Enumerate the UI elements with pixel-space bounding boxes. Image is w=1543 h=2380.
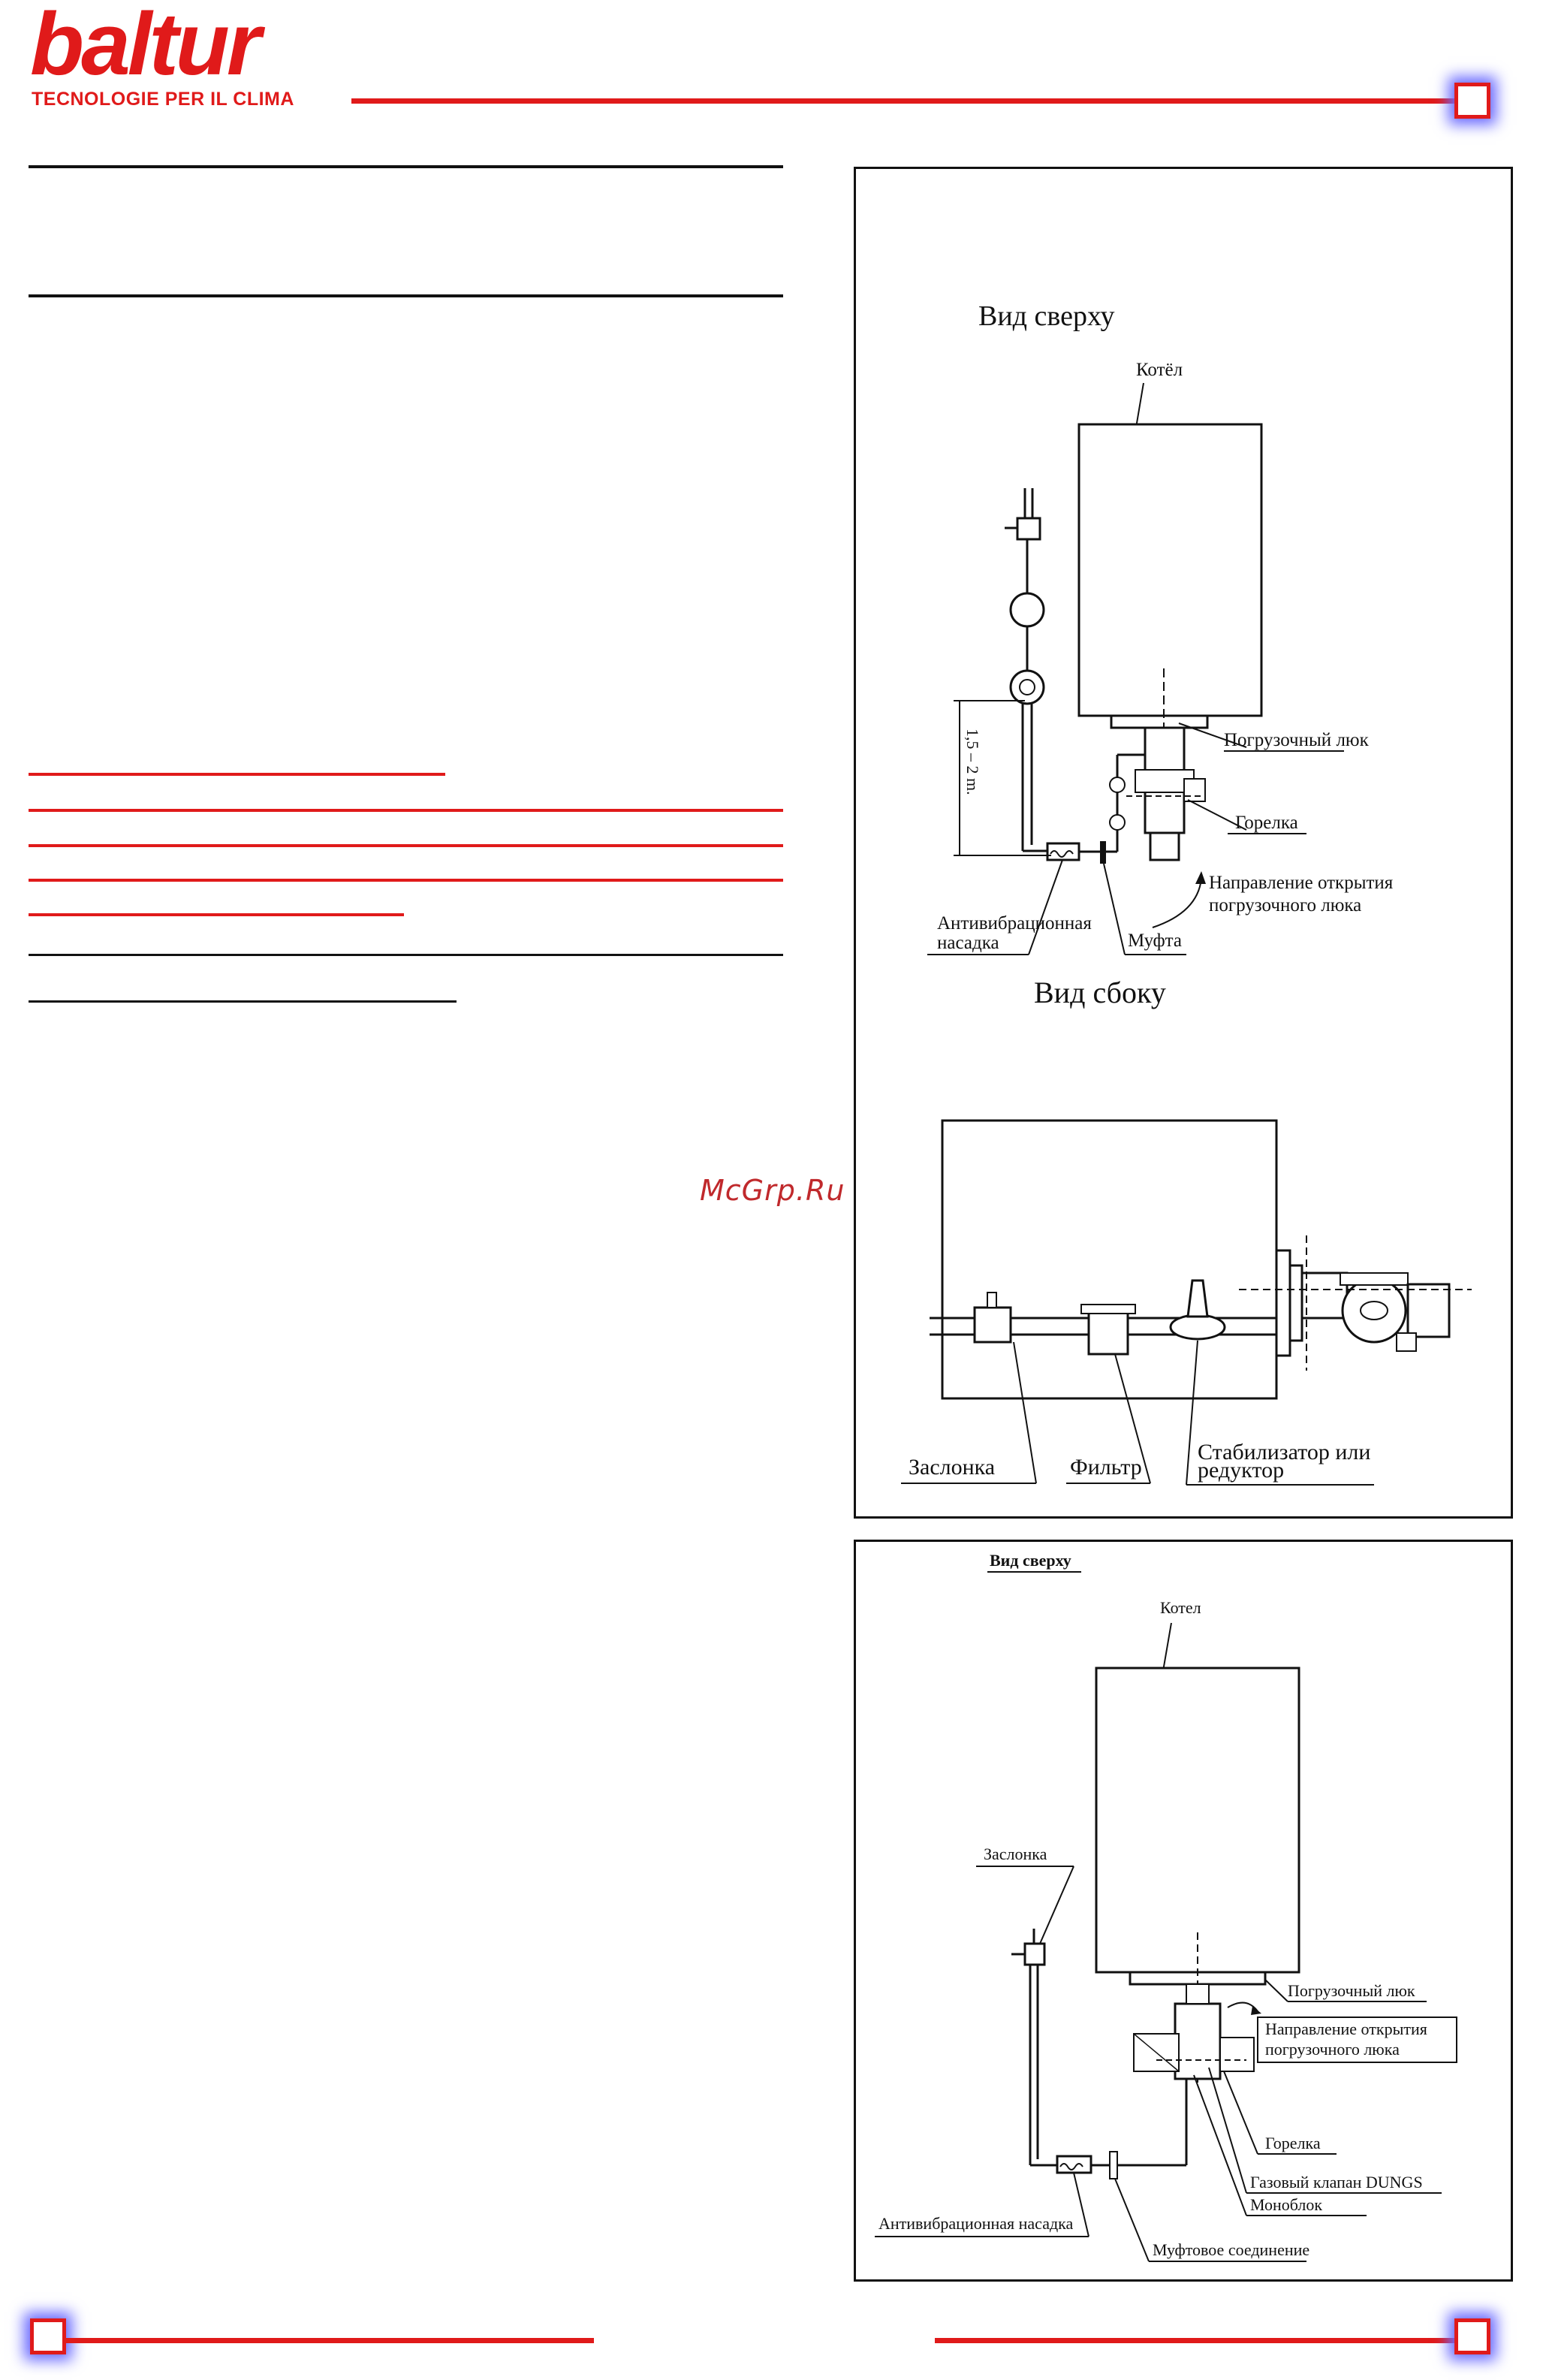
filter-symbol [1009,592,1045,628]
side-filter-label: Фильтр [1070,1455,1142,1480]
boiler-body [1077,423,1263,717]
antivibration-label-1: Антивибрационная [937,913,1092,934]
shutoff-valve-2 [1023,1942,1046,1966]
top-view-title: Вид сверху [978,300,1115,332]
installation-diagram-2: Вид сверху Котел Заслонка Погрузо [875,1551,1457,2262]
antivibration-label-2: насадка [937,933,999,953]
coupling-label: Муфта [1128,931,1182,951]
boiler-label-2: Котел [1160,1598,1201,1617]
section-rule [29,294,783,297]
burner-label: Горелка [1235,813,1298,833]
antivibration-label-2: Антивибрационная насадка [878,2214,1074,2233]
side-stabilizer [1169,1314,1226,1341]
direction-label-2: погрузочного люка [1209,895,1361,916]
coupling-label-2: Муфтовое соединение [1153,2240,1309,2259]
burner-body-2 [1174,2002,1222,2080]
side-stabilizer-label-2: редуктор [1198,1458,1284,1483]
diagram-panel-1: Вид сверху Котёл [854,167,1513,1519]
section-rule [29,165,783,168]
header-rule [351,98,1474,104]
side-filter [1087,1311,1129,1356]
section-rule [29,1000,457,1003]
footer-rule-left [66,2338,594,2343]
hatch-label: Погрузочный люк [1224,730,1370,750]
brand-tagline: TECNOLOGIE PER IL CLIMA [32,89,294,110]
corner-marker-top-right [1454,83,1490,119]
valve-label-2: Заслонка [984,1845,1047,1863]
coupling-2 [1109,2151,1118,2179]
shutoff-valve [1016,517,1041,541]
diagram-panel-2: Вид сверху Котел Заслонка Погрузо [854,1540,1513,2282]
burner-label-2: Горелка [1265,2134,1321,2152]
monoblock-label-2: Моноблок [1250,2195,1322,2214]
text-line-placeholder [29,913,404,916]
footer-rule-right [935,2338,1454,2343]
direction-box-2 [1257,2017,1457,2063]
boiler-label: Котёл [1136,360,1183,380]
direction-label-2a: Направление открытия [1265,2020,1427,2038]
side-stabilizer-label-1: Стабилизатор или [1198,1440,1370,1464]
hatch-label-2: Погрузочный люк [1288,1981,1415,2000]
watermark: McGrp.Ru [700,1174,845,1207]
section-rule [29,954,783,956]
side-valve [973,1306,1012,1344]
top-view-title-2: Вид сверху [990,1551,1071,1570]
text-line-placeholder [29,809,783,812]
boiler-side [941,1119,1278,1400]
gas-valve-label-2: Газовый клапан DUNGS [1250,2173,1423,2191]
installation-diagram-1: Вид сверху Котёл [901,300,1472,1486]
corner-marker-bottom-left [30,2318,66,2354]
brand-logo: baltur [30,0,261,94]
boiler-body-2 [1095,1667,1300,1974]
text-line-placeholder [29,844,783,847]
hatch-flange [1110,714,1209,729]
side-view-title: Вид сбоку [1034,976,1166,1009]
side-valve-label: Заслонка [909,1455,995,1480]
direction-label-1: Направление открытия [1209,873,1394,893]
corner-marker-bottom-right [1454,2318,1490,2354]
text-line-placeholder [29,879,783,882]
direction-label-2b: погрузочного люка [1265,2040,1400,2059]
text-line-placeholder [29,773,445,776]
dimension-label: 1,5 – 2 m. [963,728,982,795]
coupling [1100,841,1106,864]
